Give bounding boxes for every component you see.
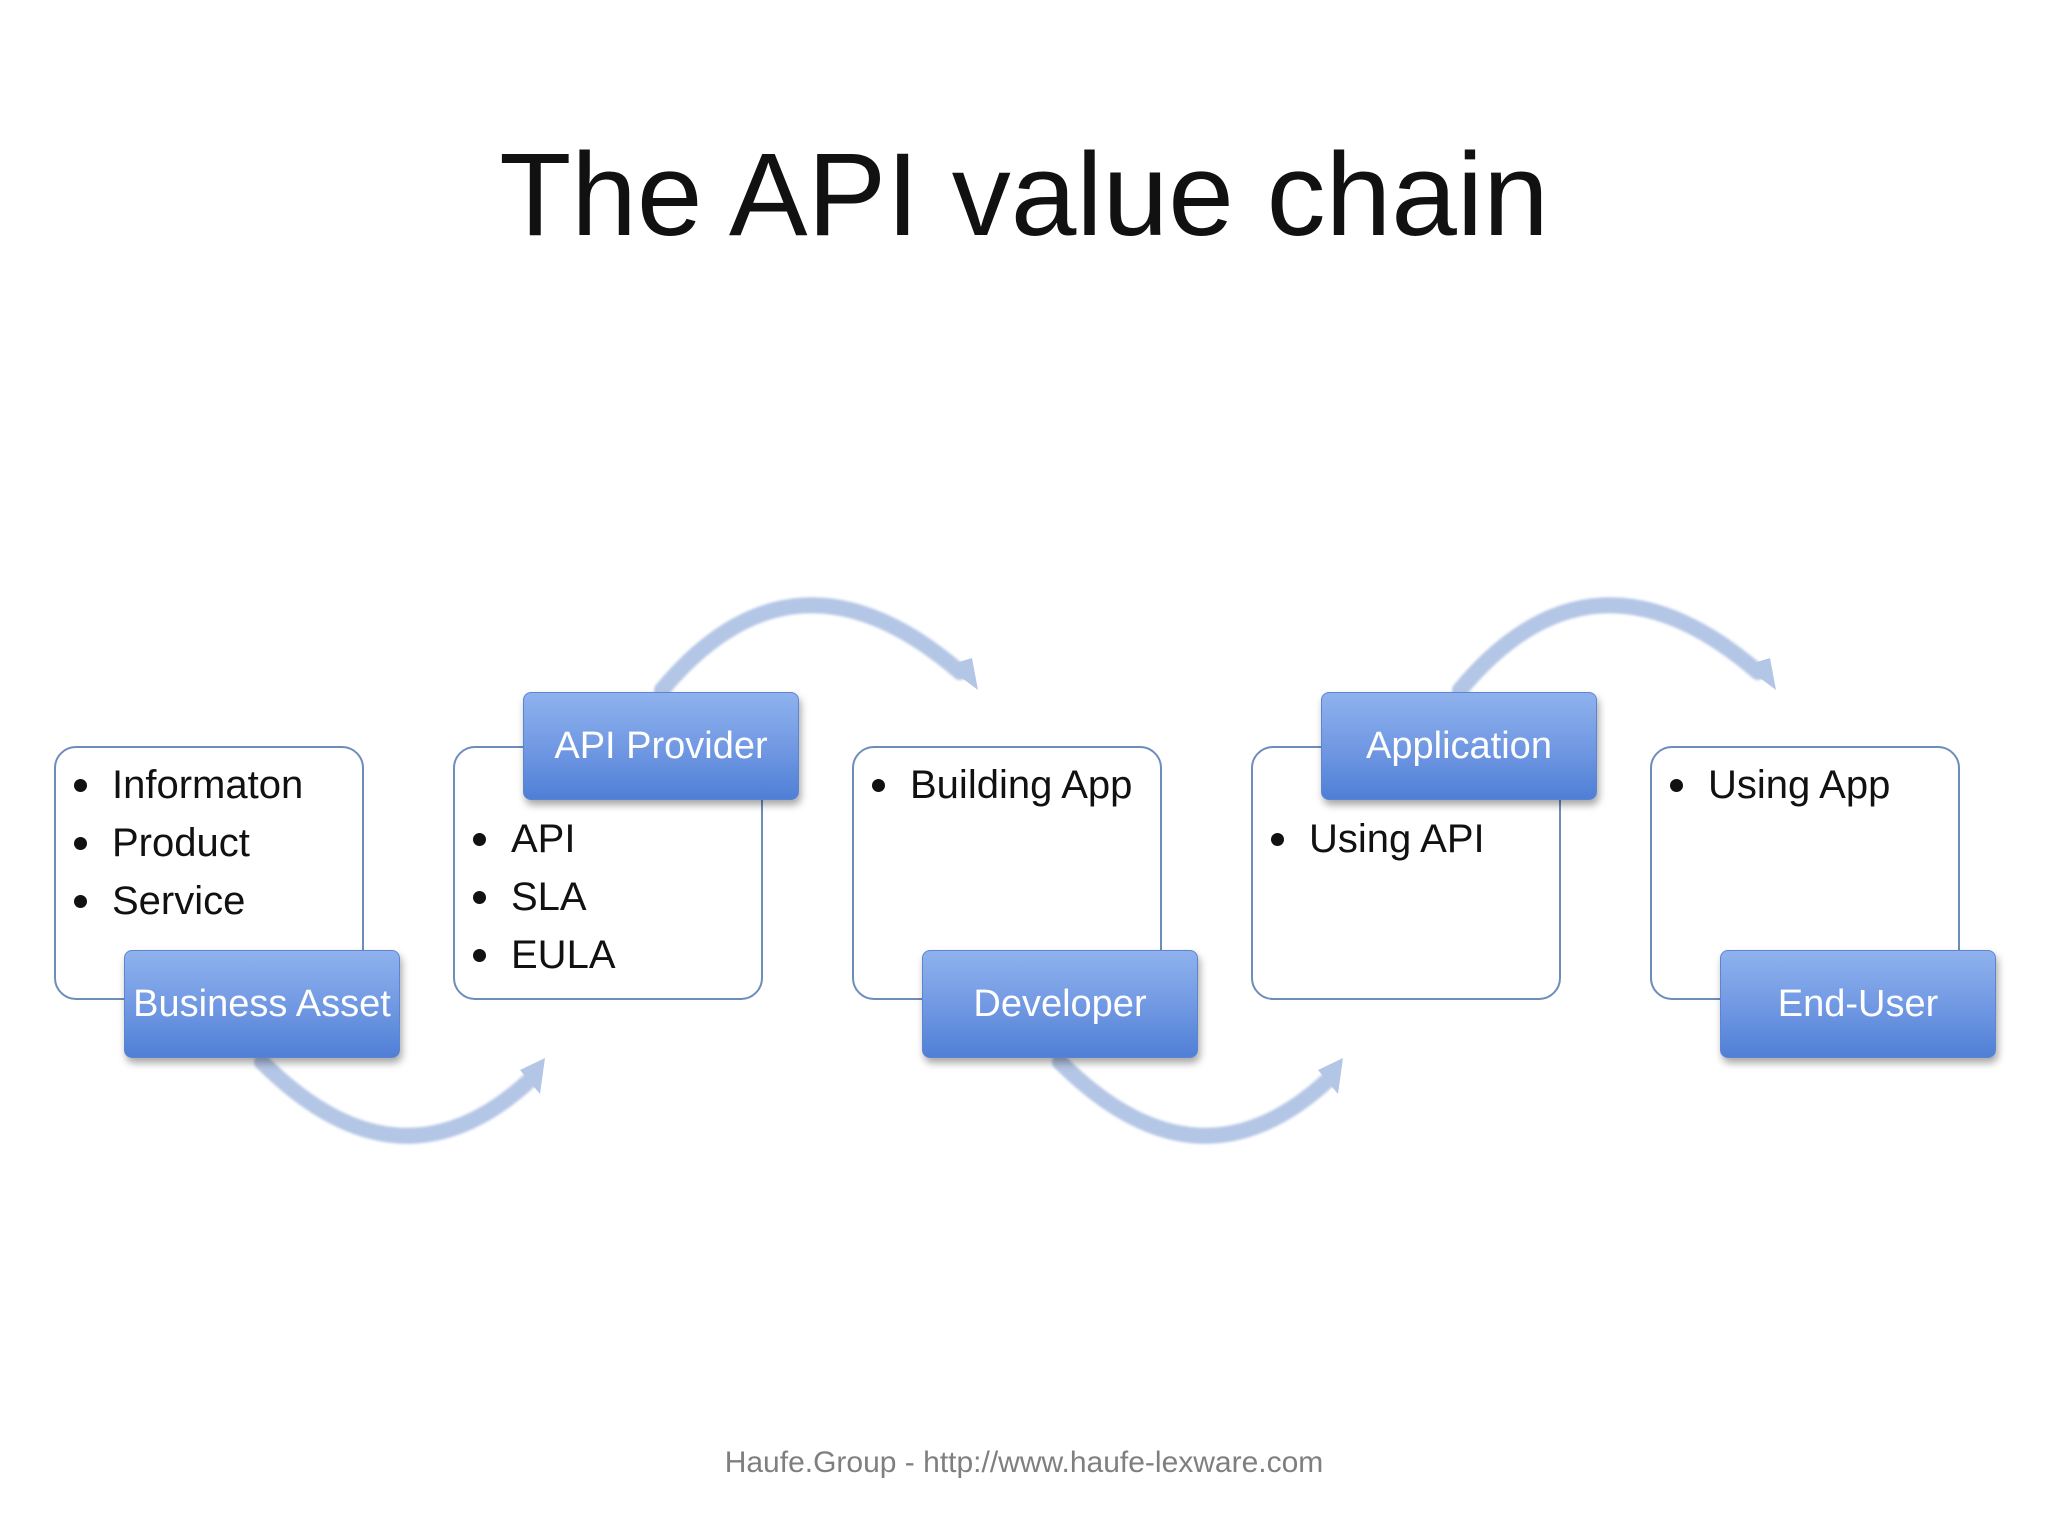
list-item: EULA xyxy=(471,926,751,984)
business-asset-label: Business Asset xyxy=(124,950,400,1058)
slide-footer: Haufe.Group - http://www.haufe-lexware.c… xyxy=(724,1446,1324,1479)
list-item: Building App xyxy=(870,756,1150,814)
application-label: Application xyxy=(1321,692,1597,800)
slide-title: The API value chain xyxy=(499,129,1549,261)
list-item: Informaton xyxy=(72,756,352,814)
developer-list: Building App xyxy=(870,756,1150,814)
developer-label: Developer xyxy=(922,950,1198,1058)
api-provider-list: API SLA EULA xyxy=(471,810,751,984)
arrow-application-to-end-user xyxy=(1452,597,1776,698)
end-user-label: End-User xyxy=(1720,950,1996,1058)
arrow-api-provider-to-developer xyxy=(654,597,978,698)
list-item: Using API xyxy=(1269,810,1549,868)
api-provider-label: API Provider xyxy=(523,692,799,800)
arrow-business-asset-to-api-provider xyxy=(254,1054,545,1144)
business-asset-list: Informaton Product Service xyxy=(72,756,352,930)
list-item: API xyxy=(471,810,751,868)
list-item: SLA xyxy=(471,868,751,926)
application-list: Using API xyxy=(1269,810,1549,868)
end-user-list: Using App xyxy=(1668,756,1948,814)
list-item: Product xyxy=(72,814,352,872)
arrow-developer-to-application xyxy=(1052,1054,1343,1144)
list-item: Using App xyxy=(1668,756,1948,814)
list-item: Service xyxy=(72,872,352,930)
